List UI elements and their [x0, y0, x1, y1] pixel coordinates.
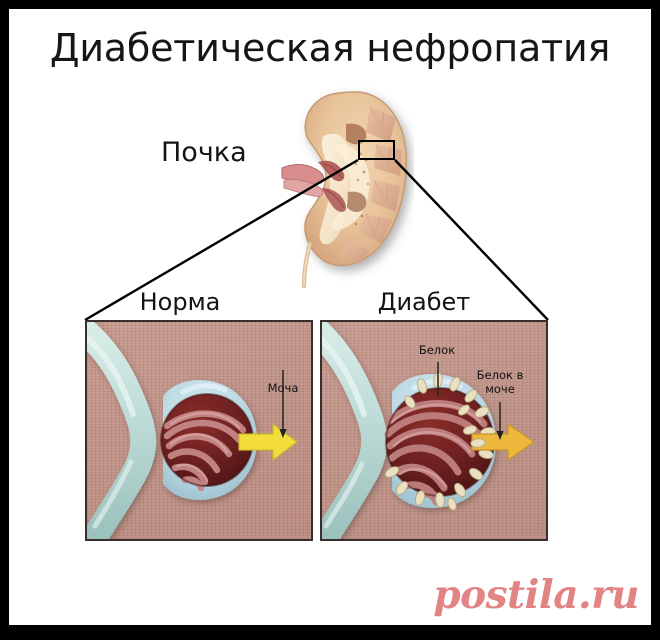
diabetic-glomerulus-diagram	[322, 322, 546, 539]
watermark-postila: postila.ru	[433, 572, 639, 618]
kidney-illustration	[274, 84, 414, 289]
panel-heading-diabetes: Диабет	[377, 288, 471, 316]
normal-glomerulus-diagram	[87, 322, 311, 539]
protein-in-urine-arrow	[471, 423, 535, 461]
annotation-urine: Моча	[267, 381, 299, 395]
annotation-protein-in-urine: Белок в моче	[476, 368, 524, 396]
annotation-protein: Белок	[418, 343, 456, 357]
panel-normal-glomerulus: Моча	[85, 320, 313, 541]
panel-heading-normal: Норма	[139, 288, 221, 316]
kidney-label: Почка	[161, 137, 247, 168]
panel-diabetic-glomerulus: Белок Белок в моче	[320, 320, 548, 541]
protein-particles	[384, 372, 496, 511]
kidney-cross-section-icon	[281, 91, 407, 289]
protein-particle-in-flow	[470, 438, 486, 448]
infographic-canvas: Диабетическая нефропатия Почка	[9, 9, 651, 625]
kidney-zoom-region-box	[358, 140, 395, 160]
page-title: Диабетическая нефропатия	[49, 26, 611, 70]
